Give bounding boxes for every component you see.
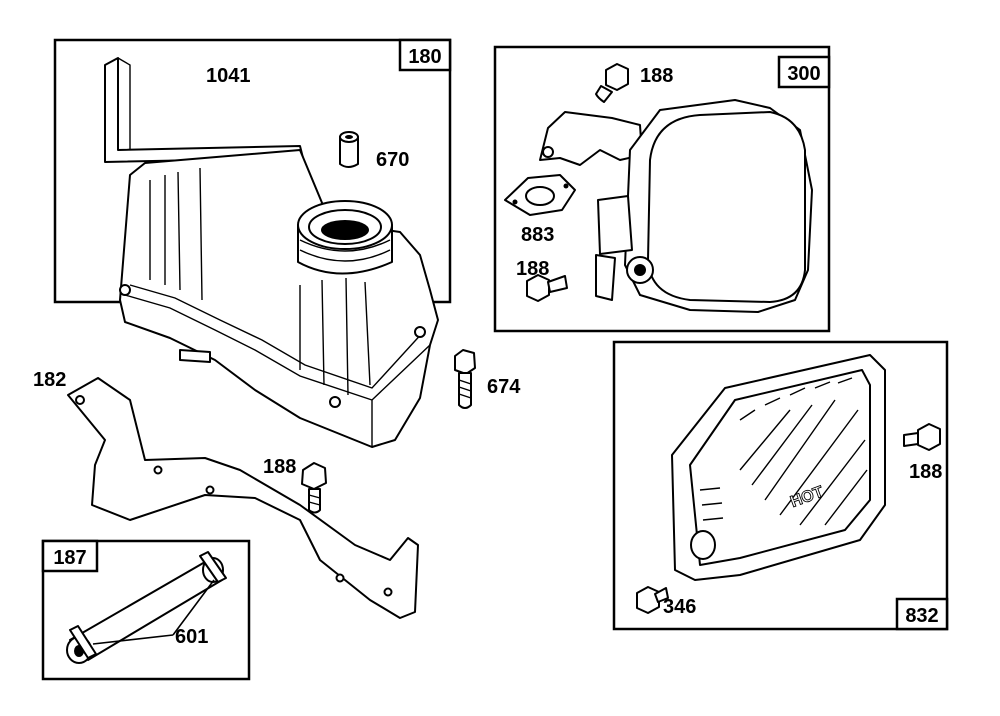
label-1041: 1041: [206, 65, 251, 87]
label-188-guard: 188: [909, 461, 942, 483]
box-number-180: 180: [408, 46, 441, 68]
fuel-tank-strap[interactable]: [104, 57, 304, 163]
muffler-screw-top[interactable]: [595, 63, 629, 103]
fuel-tank[interactable]: [119, 149, 439, 448]
box-number-187: 187: [53, 547, 86, 569]
muffler-gasket[interactable]: [504, 174, 576, 216]
label-883: 883: [521, 224, 554, 246]
label-674: 674: [487, 376, 521, 398]
box-number-300: 300: [787, 63, 820, 85]
exhaust-pipe[interactable]: [539, 111, 643, 166]
label-182: 182: [33, 369, 66, 391]
muffler-guard[interactable]: HOT: [671, 354, 886, 581]
muffler-box: 300: [493, 45, 831, 333]
muffler[interactable]: [595, 99, 813, 313]
tank-screw[interactable]: [454, 349, 476, 409]
mounting-bracket[interactable]: [67, 377, 419, 619]
guard-screw-bottom[interactable]: [636, 586, 669, 614]
muffler-screw-bottom[interactable]: [526, 274, 568, 302]
label-188-bracket: 188: [263, 456, 296, 478]
box-number-832: 832: [905, 605, 938, 627]
muffler-guard-box: 832: [612, 340, 949, 631]
tank-bushing[interactable]: [339, 131, 359, 168]
label-188-muffler-bottom: 188: [516, 258, 549, 280]
fuel-line-box: 187: [41, 539, 251, 681]
guard-screw-right[interactable]: [903, 423, 941, 451]
bracket-screw[interactable]: [301, 462, 327, 514]
label-346: 346: [663, 596, 696, 618]
label-188-muffler-top: 188: [640, 65, 673, 87]
label-601: 601: [175, 626, 208, 648]
label-670: 670: [376, 149, 409, 171]
fuel-line-hose[interactable]: [66, 551, 227, 664]
